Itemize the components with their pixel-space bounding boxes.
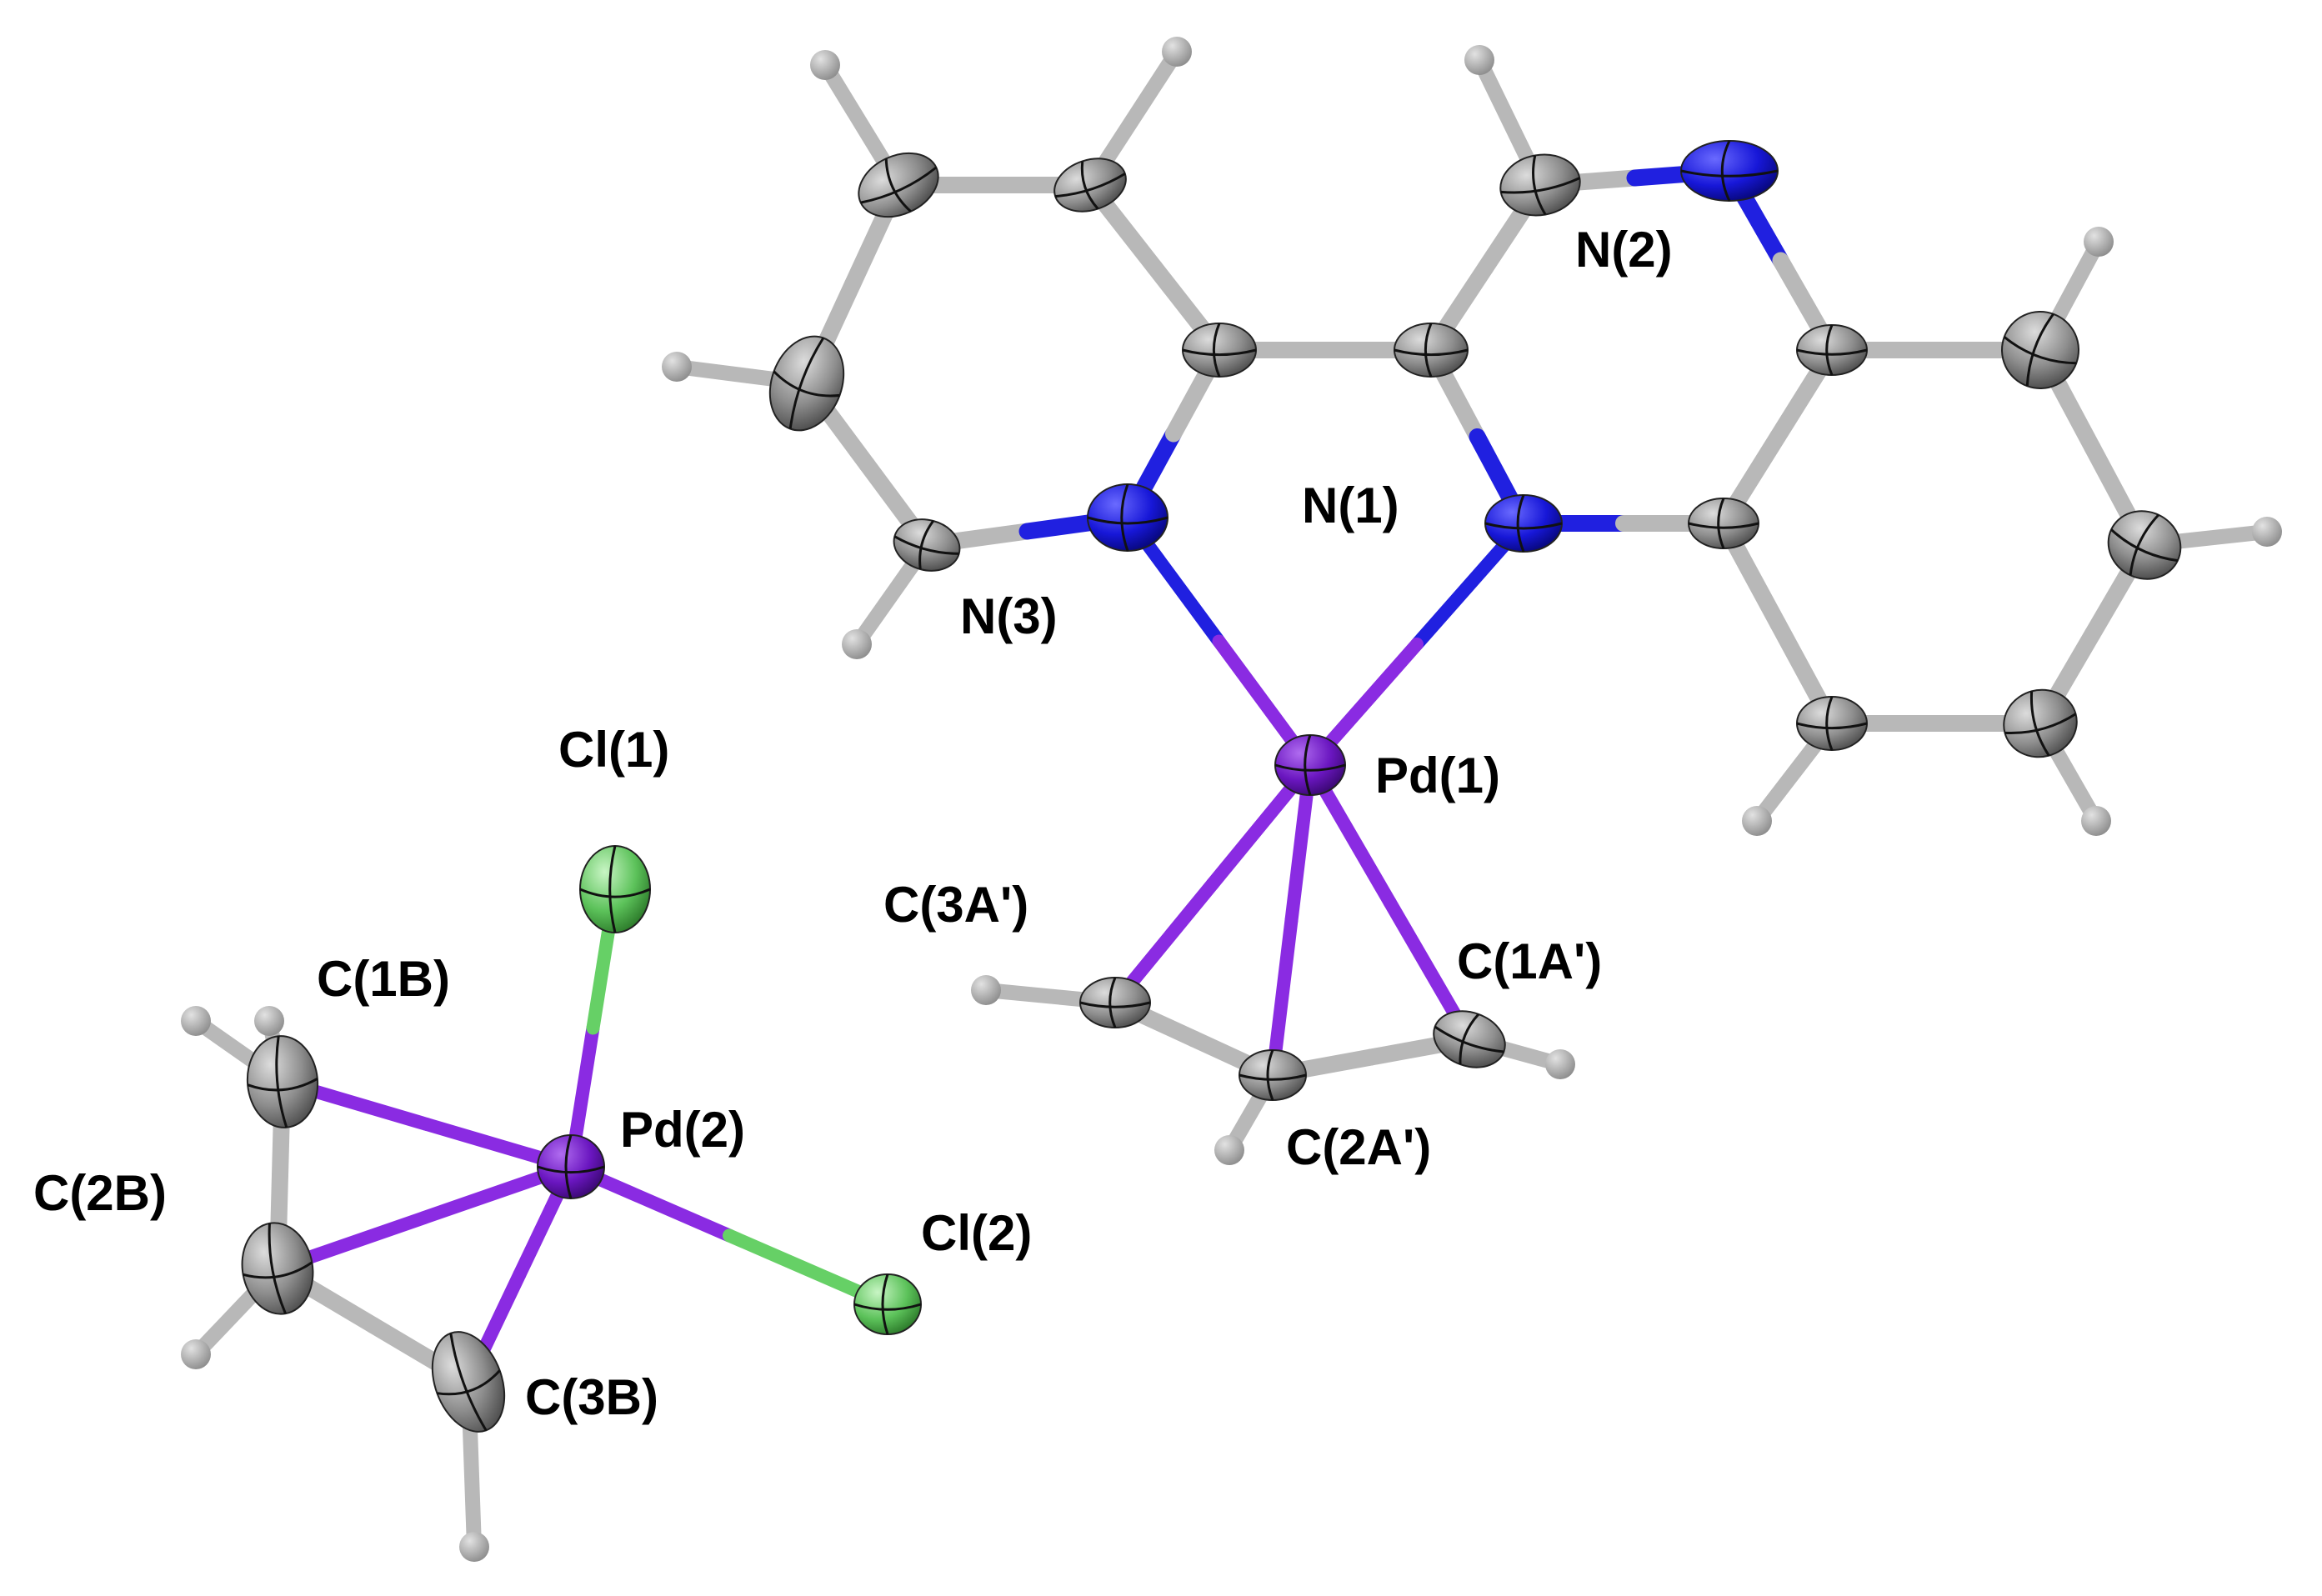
carbon-atom — [246, 1035, 319, 1128]
carbon-atom — [2001, 311, 2079, 389]
palladium-atom — [537, 1134, 605, 1199]
hydrogen-atom — [2252, 517, 2282, 547]
chlorine-atom — [853, 1273, 922, 1335]
carbon-atom — [1239, 1049, 1307, 1101]
atom-labels: N(2) N(1) N(3) Pd(1) Cl(1) C(3A') C(1A')… — [33, 222, 1673, 1425]
hydrogen-atom — [2081, 806, 2111, 836]
hydrogen-atom — [181, 1006, 211, 1036]
carbon-atom — [2003, 688, 2078, 758]
label-pd2: Pd(2) — [620, 1102, 745, 1158]
label-c1a: C(1A') — [1457, 933, 1602, 989]
carbon-atom — [431, 1331, 506, 1433]
label-c2b: C(2B) — [33, 1165, 167, 1221]
carbon-atom — [1796, 324, 1868, 376]
palladium-atom — [1274, 734, 1346, 796]
hydrogen-atom — [1742, 806, 1772, 836]
hydrogen-atom — [842, 629, 872, 659]
label-c1b: C(1B) — [317, 951, 450, 1007]
hydrogen-atom — [1545, 1049, 1575, 1079]
atoms-layer — [181, 37, 2282, 1562]
hydrogen-atom — [1464, 45, 1494, 75]
nitrogen-atom — [1680, 140, 1779, 202]
bonds-layer — [188, 44, 2274, 1554]
carbon-atom — [858, 152, 939, 218]
hydrogen-atom — [662, 352, 692, 382]
label-c3a: C(3A') — [883, 877, 1028, 933]
hydrogen-atom — [181, 1339, 211, 1369]
carbon-atom — [1182, 323, 1257, 378]
label-cl1: Cl(1) — [558, 722, 669, 778]
label-n2: N(2) — [1575, 222, 1673, 278]
carbon-atom — [1053, 158, 1127, 213]
hydrogen-atom — [254, 1006, 284, 1036]
label-c3b: C(3B) — [525, 1369, 658, 1425]
label-n1: N(1) — [1302, 478, 1399, 533]
label-pd1: Pd(1) — [1375, 748, 1500, 803]
nitrogen-atom — [1484, 494, 1563, 553]
label-c2a: C(2A') — [1286, 1119, 1431, 1175]
carbon-atom — [1499, 153, 1581, 217]
carbon-atom — [1079, 977, 1151, 1028]
carbon-atom — [1688, 498, 1759, 549]
hydrogen-atom — [1214, 1135, 1244, 1165]
hydrogen-atom — [1162, 37, 1192, 67]
hydrogen-atom — [459, 1532, 489, 1562]
label-cl2: Cl(2) — [921, 1205, 1032, 1261]
carbon-atom — [241, 1222, 314, 1315]
label-n3: N(3) — [960, 588, 1058, 644]
chlorine-atom — [579, 845, 651, 933]
hydrogen-atom — [971, 975, 1001, 1005]
carbon-atom — [893, 518, 961, 572]
nitrogen-atom — [1087, 483, 1169, 552]
carbon-atom — [1433, 1010, 1506, 1068]
hydrogen-atom — [2084, 227, 2114, 257]
carbon-atom — [768, 335, 845, 432]
bond — [1266, 913, 1299, 1082]
carbon-atom — [2107, 510, 2182, 580]
carbon-atom — [1796, 696, 1868, 751]
hydrogen-atom — [810, 50, 840, 80]
carbon-atom — [1394, 323, 1469, 378]
